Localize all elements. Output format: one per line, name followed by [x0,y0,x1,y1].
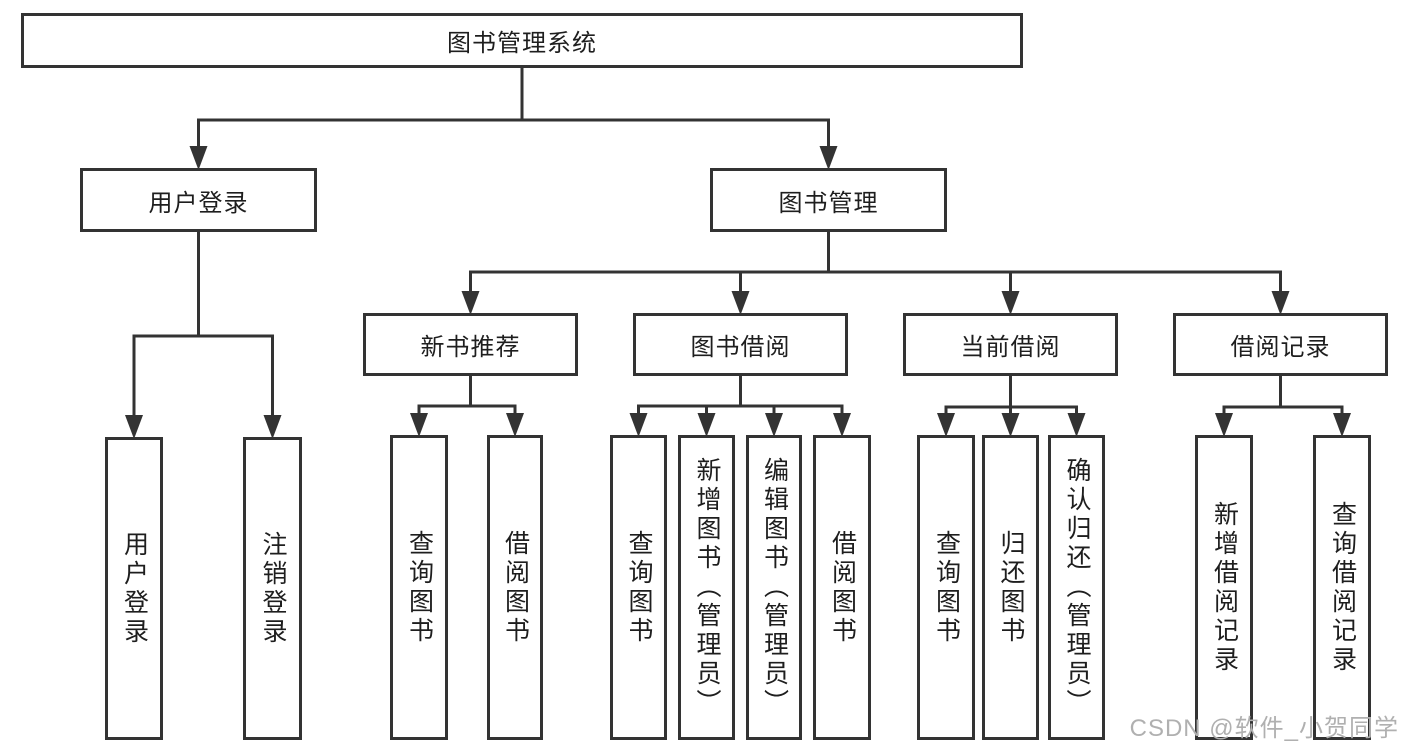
node-current-borrow: 当前借阅 [903,313,1118,376]
arrowhead-user-login [189,146,208,170]
arrowhead-current-borrow [1001,291,1020,315]
connector-borrow-records [1215,372,1351,437]
connector-book-mgmt [461,228,1290,315]
connector-path-new-book-rec [417,372,517,421]
connector-path-current-borrow [944,372,1078,421]
arrowhead-query-books-2 [629,413,648,437]
node-label-root: 图书管理系统 [447,30,597,57]
node-label-borrow-books-2: 借阅图书 [828,529,857,646]
node-borrow-records: 借阅记录 [1173,313,1388,376]
node-label-confirm-return-admin: 确认归还（管理员） [1063,457,1091,718]
connector-new-book-rec [410,372,524,437]
connector-book-borrow [629,372,851,437]
connector-path-borrow-records [1222,372,1344,421]
node-label-query-borrow-record: 查询借阅记录 [1328,500,1357,675]
watermark: CSDN @软件_小贺同学 [1129,715,1399,742]
node-label-current-borrow: 当前借阅 [960,334,1061,361]
connector-path-root [197,64,830,154]
arrowhead-query-books-3 [937,413,955,437]
arrowhead-book-mgmt [819,146,838,170]
node-add-borrow-record: 新增借阅记录 [1195,435,1253,740]
arrowhead-query-borrow-record [1333,413,1351,437]
node-book-mgmt: 图书管理 [710,168,947,232]
arrowhead-borrow-books-2 [833,413,851,437]
connector-path-user-login [132,228,274,423]
arrowhead-new-book-rec [461,291,480,315]
node-label-book-mgmt: 图书管理 [778,189,879,217]
node-label-user-login: 用户登录 [148,189,249,217]
node-confirm-return-admin: 确认归还（管理员） [1048,435,1105,740]
arrowhead-edit-books-admin [765,413,783,437]
node-label-query-books-1: 查询图书 [405,529,434,646]
node-borrow-books-2: 借阅图书 [813,435,871,740]
node-label-return-books: 归还图书 [997,529,1025,646]
node-add-books-admin: 新增图书（管理员） [678,435,735,740]
arrowhead-user-login-leaf [125,415,143,439]
arrowhead-return-books [1001,413,1020,437]
node-label-add-borrow-record: 新增借阅记录 [1210,500,1239,675]
arrowhead-add-borrow-record [1215,413,1233,437]
node-edit-books-admin: 编辑图书（管理员） [746,435,802,740]
node-borrow-books-1: 借阅图书 [487,435,543,740]
connector-path-book-borrow [637,372,844,421]
node-label-borrow-books-1: 借阅图书 [501,529,530,646]
node-query-books-2: 查询图书 [610,435,667,740]
connector-path-book-mgmt [469,228,1282,299]
node-label-query-books-2: 查询图书 [625,529,653,646]
arrowhead-logout-leaf [263,415,282,439]
connector-root [189,64,838,170]
arrowhead-confirm-return-admin [1067,413,1086,437]
node-root: 图书管理系统 [21,13,1023,68]
node-label-add-books-admin: 新增图书（管理员） [693,457,721,718]
node-query-borrow-record: 查询借阅记录 [1313,435,1371,740]
node-label-query-books-3: 查询图书 [932,529,961,646]
node-label-book-borrow: 图书借阅 [690,334,791,361]
node-label-logout-leaf: 注销登录 [259,530,287,647]
connector-user-login [125,228,282,439]
connector-current-borrow [937,372,1086,437]
node-return-books: 归还图书 [982,435,1039,740]
arrowhead-add-books-admin [697,413,716,437]
arrowhead-query-books-1 [410,413,428,437]
arrowhead-borrow-records [1271,291,1290,315]
node-user-login: 用户登录 [80,168,317,232]
arrowhead-borrow-books-1 [506,413,524,437]
node-book-borrow: 图书借阅 [633,313,848,376]
node-user-login-leaf: 用户登录 [105,437,163,740]
node-label-new-book-rec: 新书推荐 [420,334,521,361]
node-label-borrow-records: 借阅记录 [1230,334,1331,361]
node-logout-leaf: 注销登录 [243,437,302,740]
node-label-user-login-leaf: 用户登录 [120,530,149,647]
node-label-edit-books-admin: 编辑图书（管理员） [760,457,789,718]
node-new-book-rec: 新书推荐 [363,313,578,376]
node-query-books-1: 查询图书 [390,435,448,740]
arrowhead-book-borrow [731,291,750,315]
node-query-books-3: 查询图书 [917,435,975,740]
